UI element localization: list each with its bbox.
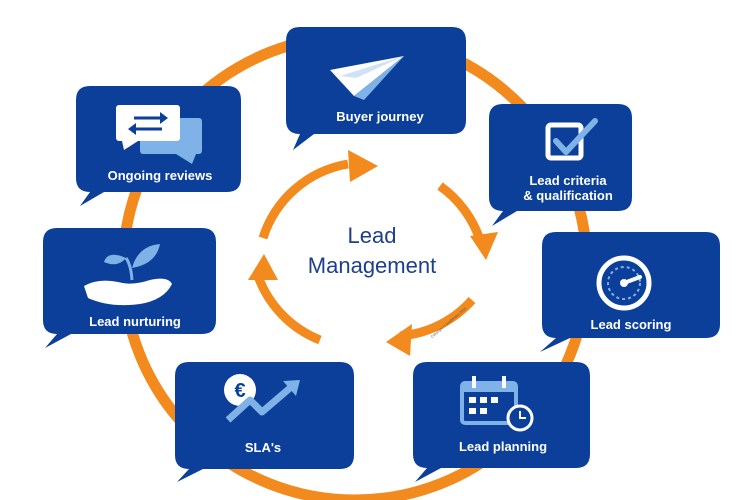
step-lead-criteria: Lead criteria & qualification — [489, 104, 632, 226]
arrowhead-bottom — [386, 324, 412, 356]
cycle-arrow-right — [437, 182, 485, 242]
step-label: SLA's — [245, 440, 281, 455]
center-title-line2: Management — [308, 253, 436, 278]
speech-box — [489, 104, 632, 226]
step-label: Buyer journey — [336, 109, 424, 124]
hand-plant-icon — [84, 244, 172, 306]
arrowhead-left — [248, 254, 278, 280]
calendar-clock-icon — [460, 376, 534, 432]
cycle-arrow-left — [253, 274, 322, 345]
gauge-icon — [596, 255, 652, 311]
cycle-arrow-top — [258, 159, 349, 240]
step-slas: € SLA's — [175, 362, 354, 482]
arrowhead-right — [470, 232, 498, 260]
speech-box — [175, 362, 354, 482]
arrowhead-top — [348, 150, 378, 182]
step-label: Lead scoring — [591, 317, 672, 332]
step-lead-nurturing: Lead nurturing — [43, 228, 216, 348]
chat-exchange-icon — [116, 105, 202, 164]
svg-text:€: € — [234, 380, 245, 402]
cycle-arrows — [253, 159, 485, 345]
step-label: Lead planning — [459, 439, 547, 454]
step-label-line2: & qualification — [523, 188, 613, 203]
step-ongoing-reviews: Ongoing reviews — [76, 86, 241, 206]
speech-box — [540, 232, 720, 352]
center-title-line1: Lead — [348, 223, 397, 248]
cycle-arrowheads — [248, 150, 498, 356]
paper-plane-icon — [330, 56, 404, 100]
step-buyer-journey: Buyer journey — [286, 27, 466, 150]
checkbox-icon — [545, 118, 598, 161]
step-label: Ongoing reviews — [108, 168, 213, 183]
step-label-line1: Lead criteria — [529, 173, 607, 188]
step-lead-scoring: Lead scoring — [540, 232, 720, 352]
step-label: Lead nurturing — [89, 314, 181, 329]
euro-growth-icon: € — [224, 374, 300, 423]
step-lead-planning: Lead planning — [413, 362, 590, 482]
speech-box — [286, 27, 466, 150]
